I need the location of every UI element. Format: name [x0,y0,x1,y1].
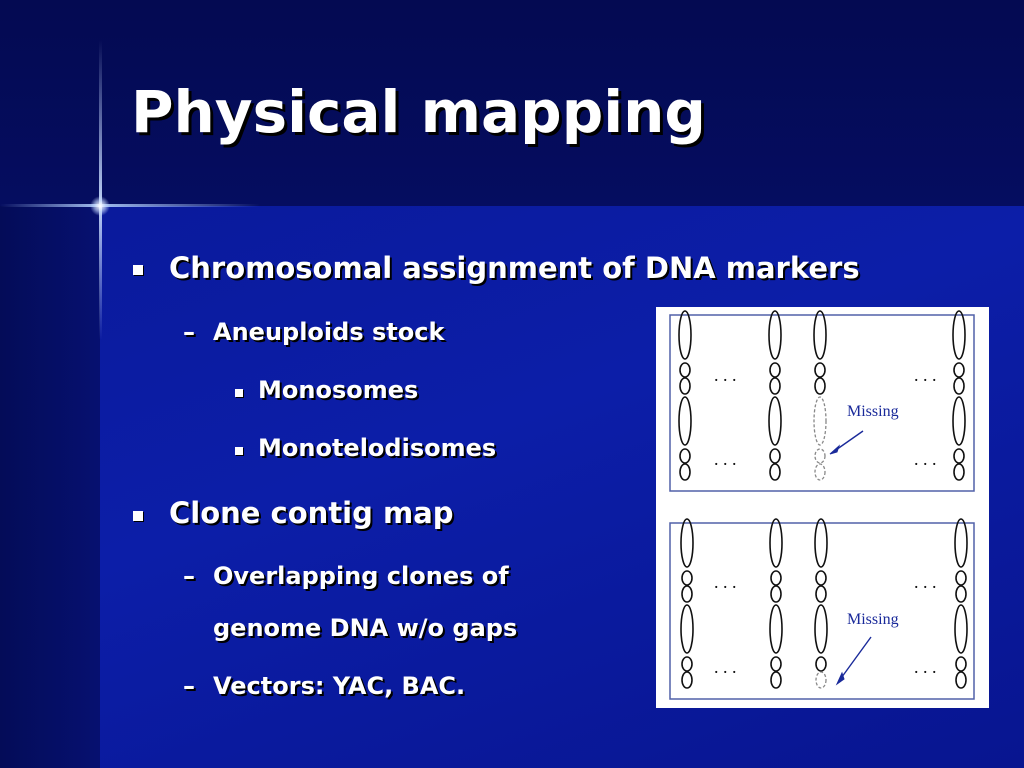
chromosome-icon [678,396,692,481]
chromosome-icon [680,518,694,603]
ellipsis-text: . . . [914,657,937,677]
chromosome-icon [769,518,783,603]
missing-telosome-chromosome-icon [814,604,828,689]
background-title-band [0,0,1024,206]
chromosome-icon [769,604,783,689]
light-flare-vertical [99,40,102,340]
arrow-head-icon [829,444,841,455]
ellipsis-text: . . . [714,572,737,592]
ellipsis-text: . . . [714,449,737,469]
arrow-head-icon [835,671,845,686]
chromosome-icon [813,310,827,395]
missing-label: Missing [847,403,899,420]
panel-frame-top [669,314,975,492]
chromosome-icon [954,604,968,689]
chromosome-icon [952,310,966,395]
bullet-clone-contig-map: Clone contig map [169,496,454,530]
missing-label: Missing [847,611,899,628]
chromosome-figure: . . . . . . . . . . . . . . . . . . . . … [656,307,989,708]
ellipsis-text: . . . [914,365,937,385]
slide-title: Physical mapping [131,78,706,146]
bullet-square-icon [235,389,243,397]
chromosome-icon [680,604,694,689]
bullet-vectors: Vectors: YAC, BAC. [213,672,466,700]
dash-icon: – [183,318,195,346]
panel-frame-bottom [669,522,975,700]
ellipsis-text: . . . [714,657,737,677]
bullet-overlapping-clones-continued: genome DNA w/o gaps [213,614,518,642]
chromosome-diagram-svg: . . . . . . . . . . . . . . . . . . . . … [669,310,975,700]
chromosome-icon [954,518,968,603]
light-flare-horizontal [0,204,260,207]
bullet-square-icon [133,265,143,275]
bullet-square-icon [235,447,243,455]
bullet-aneuploids-stock: Aneuploids stock [213,318,445,346]
ellipsis-text: . . . [914,572,937,592]
ellipsis-text: . . . [914,449,937,469]
bullet-square-icon [133,511,143,521]
bullet-chromosomal-assignment: Chromosomal assignment of DNA markers [169,251,860,285]
missing-arrow-line [838,636,872,682]
chromosome-icon [768,310,782,395]
light-flare-center [90,196,110,216]
chromosome-icon [814,518,828,603]
chromosome-icon [678,310,692,395]
bullet-monotelodisomes: Monotelodisomes [258,434,497,462]
bullet-monosomes: Monosomes [258,376,419,404]
dash-icon: – [183,562,195,590]
ellipsis-text: . . . [714,365,737,385]
dash-icon: – [183,672,195,700]
bullet-overlapping-clones: Overlapping clones of [213,562,509,590]
chromosome-icon [952,396,966,481]
chromosome-icon [768,396,782,481]
missing-chromosome-icon [813,396,827,481]
